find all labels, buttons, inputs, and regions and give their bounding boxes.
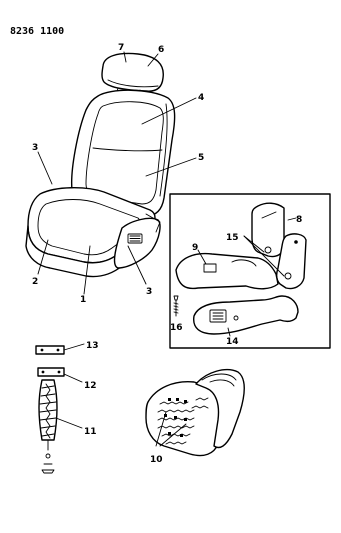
callout-14: 14: [226, 337, 239, 347]
callout-6: 6: [158, 45, 164, 55]
document-number: 8236 1100: [10, 26, 64, 37]
seat-assembly: [25, 52, 176, 278]
part-11-spring: [38, 379, 83, 474]
callout-labels: 7 6 4 3 5 2 3 1 8 15 9 16 14 13 12 11 10: [32, 43, 302, 465]
callout-12: 12: [84, 381, 97, 391]
callout-3-lower: 3: [146, 287, 152, 297]
callout-11: 11: [84, 427, 97, 437]
part-13-bracket: [35, 343, 85, 355]
part-16-screw: [173, 295, 179, 317]
part-8-shields: [251, 202, 307, 290]
part-14-lower-shield: [193, 295, 299, 335]
callout-2: 2: [32, 277, 38, 287]
detail-leaders: [197, 217, 297, 337]
callout-9: 9: [192, 243, 198, 253]
callout-13: 13: [86, 341, 99, 351]
headrest: [101, 52, 164, 92]
callout-5: 5: [198, 153, 204, 163]
callout-1: 1: [80, 295, 86, 305]
detail-inset-box: [169, 193, 331, 349]
part-9-upper-shield: [175, 252, 279, 290]
seat-leaders: [37, 51, 197, 295]
callout-4: 4: [198, 93, 204, 103]
part-10-seat-pad: [145, 368, 245, 457]
callout-7: 7: [118, 43, 124, 53]
callout-10: 10: [150, 455, 163, 465]
callout-3-upper: 3: [32, 143, 38, 153]
part-12-bracket: [37, 367, 83, 383]
callout-16: 16: [170, 323, 183, 333]
callout-15: 15: [226, 233, 239, 243]
callout-8: 8: [296, 215, 302, 225]
